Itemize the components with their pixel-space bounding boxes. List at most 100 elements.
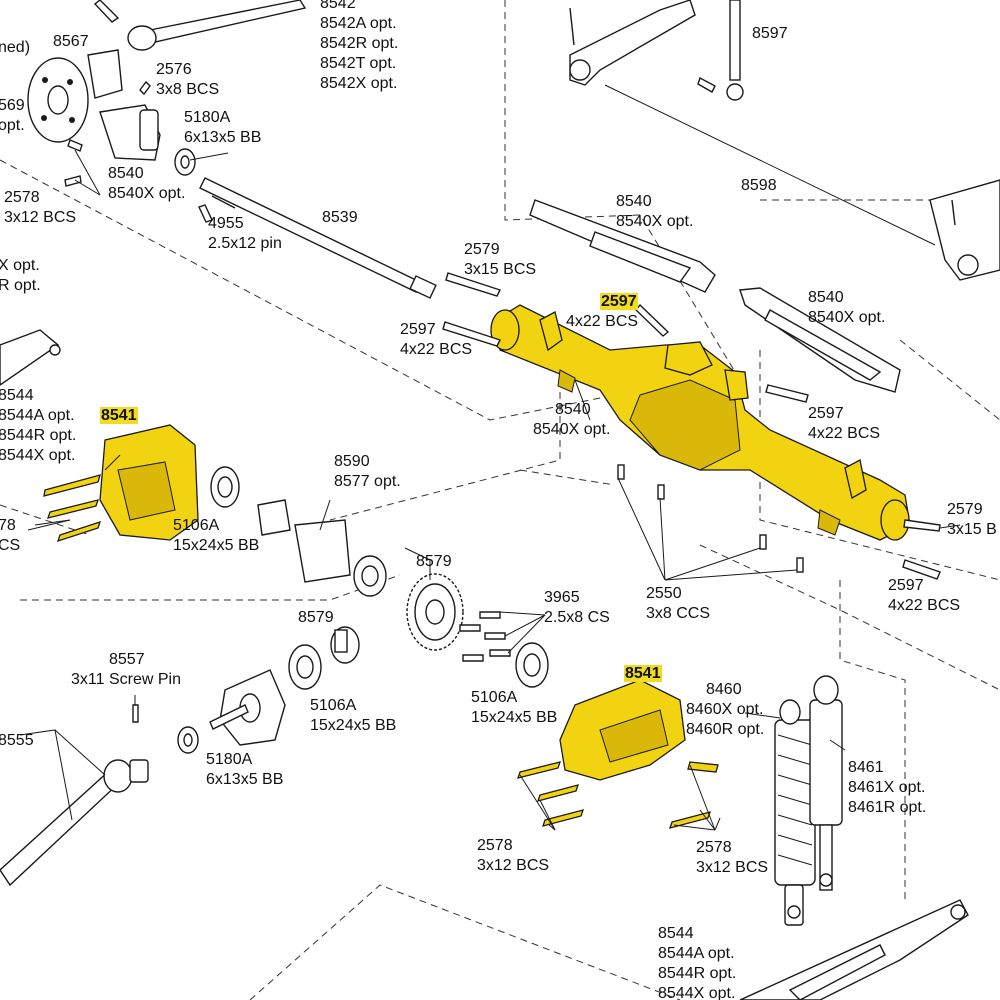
part-number: 569 xyxy=(0,97,25,114)
part-option: 8460X opt. xyxy=(686,701,764,718)
part-spec: 3x15 BCS xyxy=(464,261,537,278)
part-option: 8460R opt. xyxy=(686,721,765,738)
part-number: 8555 xyxy=(0,732,34,749)
part-number: 2576 xyxy=(156,61,192,78)
part-option: 8544A opt. xyxy=(0,407,75,424)
callout-5180a-bottom: 5180A 6x13x5 BB xyxy=(206,750,283,790)
part-number: 8579 xyxy=(298,609,334,626)
callout-2579-right: 2579 3x15 B xyxy=(947,500,997,540)
callout-8597: 8597 xyxy=(752,24,788,44)
part-number: 8544 xyxy=(658,925,694,942)
callout-x-opt: X opt. R opt. xyxy=(0,256,41,296)
part-number: 5106A xyxy=(310,697,357,714)
part-spec: 6x13x5 BB xyxy=(206,771,284,788)
part-number: 8567 xyxy=(53,33,89,50)
callout-8579-top: 8579 xyxy=(416,552,452,572)
part-number: 5106A xyxy=(173,517,220,534)
part-number: 2597 xyxy=(888,577,924,594)
part-option: 8542X opt. xyxy=(320,75,398,92)
suspension-link-bottom-icon xyxy=(739,899,969,1000)
part-option: X opt. xyxy=(0,257,40,274)
part-spec: 2.5x12 pin xyxy=(208,235,282,252)
part-number: 2579 xyxy=(947,501,983,518)
part-spec: 2.5x8 CS xyxy=(544,609,610,626)
part-spec: CS xyxy=(0,537,21,554)
part-option: 8540X opt. xyxy=(808,309,886,326)
part-option: 8544X opt. xyxy=(0,447,76,464)
callout-5106a-left: 5106A 15x24x5 BB xyxy=(173,516,259,556)
brake-rotor-icon xyxy=(27,49,196,176)
callout-8540-center: 8540 8540X opt. xyxy=(616,192,693,232)
pinion-gear-icon xyxy=(209,669,286,746)
part-number: 8540 xyxy=(616,193,652,210)
callout-2578-topleft: 2578 3x12 BCS xyxy=(4,188,76,228)
callout-8557: 8557 3x11 Screw Pin xyxy=(71,650,181,690)
part-spec: 15x24x5 BB xyxy=(173,537,260,554)
link-mount-icon xyxy=(529,199,716,293)
part-option: 8544A opt. xyxy=(658,945,735,962)
part-option: 8461R opt. xyxy=(848,799,927,816)
callout-8541-left: 8541 xyxy=(100,406,138,426)
part-number: 8540 xyxy=(108,165,144,182)
shock-absorber-icon xyxy=(774,675,843,926)
part-option: 8542T opt. xyxy=(320,55,397,72)
part-number-highlighted: 2597 xyxy=(600,293,638,310)
part-option: 8577 opt. xyxy=(334,473,401,490)
part-option: 8544X opt. xyxy=(658,985,736,1000)
part-option: R opt. xyxy=(0,277,41,294)
part-number: 2550 xyxy=(646,585,682,602)
callout-8544-bottom: 8544 8544A opt. 8544R opt. 8544X opt. xyxy=(658,924,736,1000)
bearing-icons xyxy=(177,611,549,754)
callout-2597-right: 2597 4x22 BCS xyxy=(808,404,880,444)
callout-8460: 8460 8460X opt. 8460R opt. xyxy=(686,680,764,740)
screw-icons-top-left xyxy=(64,80,213,223)
callout-5180a-top: 5180A 6x13x5 BB xyxy=(184,108,261,148)
part-spec: 3x12 BCS xyxy=(4,209,77,226)
ring-gear-icon xyxy=(330,573,464,664)
part-number: 78 xyxy=(0,517,16,534)
link-mount-right-icon xyxy=(739,287,901,393)
callout-8461: 8461 8461X opt. 8461R opt. xyxy=(848,758,926,818)
part-number: 5180A xyxy=(184,109,231,126)
part-spec: 4x22 BCS xyxy=(566,313,639,330)
callout-8539: 8539 xyxy=(322,208,358,228)
callout-2597-highlighted: 2597 4x22 BCS xyxy=(566,292,638,332)
part-number: 8540 xyxy=(555,401,591,418)
part-number: 8598 xyxy=(741,177,777,194)
part-number: 2578 xyxy=(477,837,513,854)
part-option: 8461X opt. xyxy=(848,779,926,796)
callout-8598: 8598 xyxy=(741,176,777,196)
part-spec: 3x11 Screw Pin xyxy=(71,671,181,688)
part-number: 8597 xyxy=(752,25,788,42)
callout-8555: 8555 xyxy=(0,731,34,751)
part-spec: 4x22 BCS xyxy=(400,341,473,358)
callout-569: 569 opt. xyxy=(0,96,25,136)
callout-2597-left: 2597 4x22 BCS xyxy=(400,320,472,360)
callout-2579-top: 2579 3x15 BCS xyxy=(464,240,536,280)
callout-8567: 8567 xyxy=(53,32,89,52)
part-number: 8579 xyxy=(416,553,452,570)
part-number: 2578 xyxy=(4,189,40,206)
callout-5106a-right: 5106A 15x24x5 BB xyxy=(471,688,557,728)
callout-2578-bottom-right: 2578 3x12 BCS xyxy=(696,838,768,878)
part-number-highlighted: 8541 xyxy=(624,665,662,682)
part-number: 8557 xyxy=(109,651,145,668)
callout-2550: 2550 3x8 CCS xyxy=(646,584,710,624)
part-number: 8590 xyxy=(334,453,370,470)
callout-5106a-mid: 5106A 15x24x5 BB xyxy=(310,696,396,736)
part-number: 2597 xyxy=(808,405,844,422)
part-spec: 3x8 CCS xyxy=(646,605,711,622)
part-number: 8542 xyxy=(320,0,356,12)
part-number: 8460 xyxy=(706,681,742,698)
axle-housing-icon xyxy=(490,304,911,541)
callout-3965: 3965 2.5x8 CS xyxy=(544,588,610,628)
part-spec: 3x12 BCS xyxy=(696,859,769,876)
part-option: 8544R opt. xyxy=(0,427,77,444)
part-spec: 15x24x5 BB xyxy=(310,717,397,734)
part-option: 8544R opt. xyxy=(658,965,737,982)
part-number: 2597 xyxy=(400,321,436,338)
suspension-link-left-icon xyxy=(0,329,61,386)
